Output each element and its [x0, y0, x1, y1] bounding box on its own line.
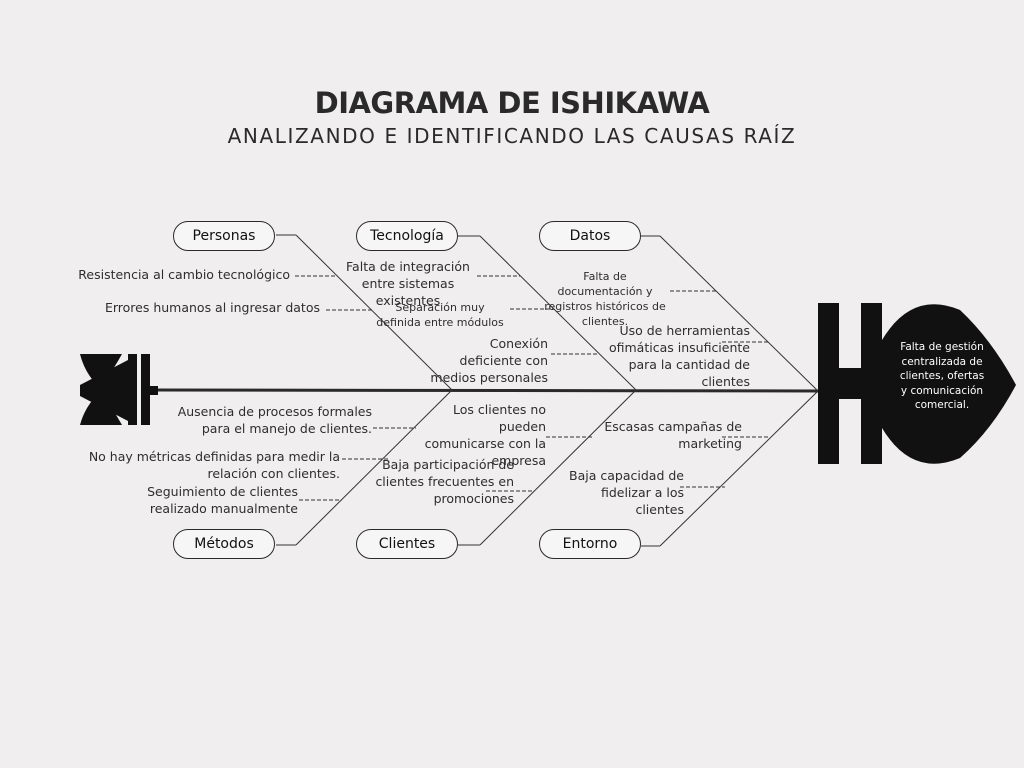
- fish-head-icon: [818, 303, 1016, 464]
- spine-line: [154, 388, 823, 393]
- bone-metodos: [295, 389, 453, 546]
- cause-clientes-1: Los clientes no pueden comunicarse con l…: [424, 402, 546, 468]
- bone-clientes: [479, 389, 637, 546]
- fish-tail-icon: [80, 354, 158, 425]
- category-entorno: Entorno: [539, 529, 641, 559]
- cause-entorno-2: Baja capacidad de fidelizar a los client…: [569, 468, 684, 517]
- cause-tecnologia-3: Conexión deficiente con medios personale…: [430, 336, 548, 385]
- effect-problem: Falta de gestión centralizada de cliente…: [899, 341, 985, 411]
- bone-datos: [659, 235, 819, 392]
- bone-personas: [295, 234, 453, 391]
- cause-entorno-1: Escasas campañas de marketing: [604, 419, 742, 451]
- page-title: DIAGRAMA DE ISHIKAWA: [314, 86, 710, 120]
- cause-tecnologia-1: Falta de integración entre sistemas exis…: [346, 259, 470, 308]
- category-tecnologia: Tecnología: [356, 221, 458, 251]
- category-datos: Datos: [539, 221, 641, 251]
- cause-personas-2: Errores humanos al ingresar datos: [104, 300, 320, 315]
- cause-connectors: [295, 275, 768, 501]
- category-clientes: Clientes: [356, 529, 458, 559]
- bone-tecnologia: [479, 235, 637, 391]
- cause-metodos-1: Ausencia de procesos formales para el ma…: [177, 404, 372, 436]
- cause-metodos-3: Seguimiento de clientes realizado manual…: [147, 484, 298, 516]
- page-subtitle: ANALIZANDO E IDENTIFICANDO LAS CAUSAS RA…: [227, 124, 797, 148]
- bone-entorno: [659, 390, 819, 547]
- cause-metodos-2: No hay métricas definidas para medir la …: [88, 449, 340, 481]
- cause-datos-1: Falta de documentación y registros histó…: [544, 270, 666, 328]
- category-metodos: Métodos: [173, 529, 275, 559]
- cause-clientes-2: Baja participación de clientes frecuente…: [375, 457, 514, 506]
- cause-personas-1: Resistencia al cambio tecnológico: [78, 267, 290, 282]
- cause-tecnologia-2: Separación muy definida entre módulos: [376, 301, 504, 329]
- cause-datos-2: Uso de herramientas ofimáticas insuficie…: [608, 323, 750, 389]
- category-personas: Personas: [173, 221, 275, 251]
